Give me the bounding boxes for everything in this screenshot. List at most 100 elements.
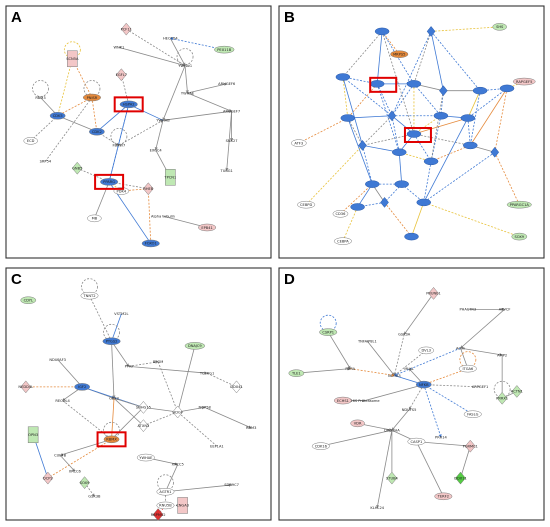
node-0-26: EPB41 xyxy=(198,223,217,232)
nodes: CDYLTNNT2VSTM2LPTGS2DNAJC9NDUFAF3PPIGBPG… xyxy=(18,291,256,521)
edge xyxy=(30,115,59,142)
node-shape xyxy=(156,501,175,510)
node-shape xyxy=(350,419,365,428)
panel-letter: A xyxy=(11,9,22,26)
node-1-4: CEBPD xyxy=(297,200,316,209)
edge xyxy=(347,117,373,185)
node-label: ARVCF xyxy=(499,308,511,312)
node-label: NDUFAF3 xyxy=(49,358,66,362)
node-0-17: ARHGEF6 xyxy=(218,82,236,86)
node-3-16: NFKB xyxy=(415,380,432,389)
node-label: EEF1A1 xyxy=(210,444,224,448)
node-label: RBM3 xyxy=(35,96,45,100)
edge xyxy=(342,206,358,242)
node-0-23: FBXW7 xyxy=(112,144,125,148)
highlight-box xyxy=(113,96,144,113)
node-label: FBXW7 xyxy=(112,144,125,148)
node-shape xyxy=(463,410,482,418)
node-shape xyxy=(156,488,175,496)
node-3-20: NDUFS5 xyxy=(402,408,417,412)
node-2-17: NOP58 xyxy=(199,406,212,410)
node-2-11: IGF2 xyxy=(74,383,91,391)
node-label: TUBG1 xyxy=(220,169,233,173)
node-label: RBMX xyxy=(106,438,117,442)
edge xyxy=(367,341,395,376)
node-shape xyxy=(138,401,149,414)
node-label: TNNT2 xyxy=(82,294,95,298)
node-label: ARHGEF7 xyxy=(223,110,240,114)
node-shape xyxy=(141,239,160,248)
node-2-8: TCERG1 xyxy=(199,372,214,376)
node-3-4: TNFAIP8L1 xyxy=(357,340,377,344)
panel-frame xyxy=(5,267,272,521)
edge xyxy=(57,97,93,117)
node-label: MRPS5 xyxy=(393,53,405,57)
node-0-29: HSPA2 xyxy=(119,100,138,109)
node-2-32: CNGA3 xyxy=(176,497,189,514)
edge xyxy=(305,145,363,205)
edge xyxy=(408,384,425,411)
edge xyxy=(206,372,237,388)
node-label: TPCN1 xyxy=(163,176,176,180)
node-label: RXRA xyxy=(345,367,355,371)
node-label: BPGM xyxy=(153,360,164,364)
node-label: CSRP1 xyxy=(322,330,334,334)
node-label: ARHGEF6 xyxy=(218,82,236,86)
hub-node xyxy=(380,196,389,208)
edge xyxy=(413,31,432,85)
node-label: CEBPD xyxy=(300,203,312,207)
edge xyxy=(423,384,474,415)
panel-letter: C xyxy=(11,271,22,288)
node-3-18: FASLG xyxy=(463,410,482,418)
node-shape xyxy=(333,396,352,405)
node-label: PEX11B xyxy=(217,48,231,52)
edge xyxy=(494,152,520,205)
hub-node xyxy=(365,180,380,188)
node-shape xyxy=(184,342,206,350)
edge xyxy=(403,293,434,335)
edge xyxy=(187,92,233,112)
node-label: SHS xyxy=(496,25,504,29)
node-label: XRCC6 xyxy=(69,470,82,474)
edge xyxy=(423,202,520,237)
edge xyxy=(362,145,374,185)
hub-node xyxy=(439,85,448,97)
node-label: Actin xyxy=(456,346,465,350)
node-label: OPN3 xyxy=(28,433,38,437)
self-loop xyxy=(176,48,194,65)
hub-node xyxy=(426,25,436,37)
node-label: SOX9 xyxy=(80,481,90,485)
node-2-13: CBX3 xyxy=(109,397,119,401)
edge xyxy=(176,345,196,413)
panels-layer: ASCN5APCF11WNK1HECTD4PEX11BRBM3ECDSRP54P… xyxy=(5,5,545,521)
nodes: SCN5APCF11WNK1HECTD4PEX11BRBM3ECDSRP54PN… xyxy=(23,22,240,248)
node-label: DVL3 xyxy=(421,349,430,353)
panel-letter: D xyxy=(284,271,295,288)
node-label: CASP1 xyxy=(411,440,423,444)
edge xyxy=(460,309,505,349)
node-label: PRUNE1 xyxy=(426,292,441,296)
node-0-10: CDK2 xyxy=(89,127,105,136)
node-2-3: PTGS2 xyxy=(102,337,121,346)
edge xyxy=(350,368,395,377)
node-shape xyxy=(434,492,453,501)
node-0-8: PNISR xyxy=(82,93,101,102)
node-2-6: PPIG xyxy=(125,365,133,369)
node-shape xyxy=(136,453,155,462)
node-shape xyxy=(198,223,217,232)
edge xyxy=(57,115,98,133)
node-label: 26S Proteasome xyxy=(350,399,380,403)
node-shape xyxy=(333,237,352,245)
edge xyxy=(430,31,445,92)
edge xyxy=(467,90,481,119)
node-label: PHACTR3 xyxy=(459,308,476,312)
node-label: AGTR1 xyxy=(159,490,171,494)
node-label: RHEB xyxy=(143,187,153,191)
node-0-0: SCN5A xyxy=(66,50,79,68)
node-label: RBPMS2 xyxy=(151,513,166,517)
node-label: NDUFS5 xyxy=(402,408,417,412)
node-shape xyxy=(512,77,536,86)
edge xyxy=(460,347,503,357)
node-2-0: CDYL xyxy=(20,296,37,304)
